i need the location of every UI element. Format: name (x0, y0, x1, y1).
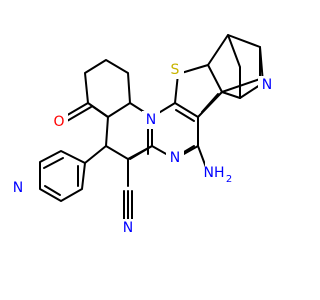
carbonyl-oxygen-label: O (53, 114, 64, 130)
bridge-nitrogen-bg (258, 76, 276, 94)
sulfur-bg (166, 61, 184, 79)
aryl-bond (84, 145, 107, 164)
cage-inner (227, 34, 241, 99)
cage-back (207, 34, 261, 93)
nitrile-nitrogen-label: N (123, 220, 133, 236)
bridge-nitrogen-label: N (262, 77, 272, 93)
pyridine-ring (39, 150, 86, 202)
sulfur-label: S (171, 62, 180, 78)
amino-label: NH (204, 165, 225, 181)
cyclohexanone-ring (84, 59, 131, 118)
carbonyl-oxygen-bg (50, 113, 68, 131)
fused-nitrogen-label: N (146, 112, 156, 128)
amino-subscript: 2 (226, 174, 232, 185)
pyridine-nitrogen-label: N (13, 180, 23, 196)
c-o-bond-b (66, 106, 92, 122)
molecule-diagram: O S N N N NH 2 N N (9, 34, 276, 237)
nitrile-nitrogen-bg (119, 219, 137, 237)
fused-nitrogen-bg (142, 111, 160, 129)
imine-nitrogen-label: N (170, 150, 180, 166)
bond-lines (39, 34, 264, 221)
carbonyl-ring-double (91, 105, 109, 118)
atom-labels: O S N N N NH 2 N N (9, 61, 276, 237)
pyrimidine-double-a (175, 109, 195, 122)
amino-bg (205, 162, 236, 186)
cage-front (221, 91, 241, 99)
pyridine-nitrogen-bg (9, 179, 27, 197)
structure-svg: O S N N N NH 2 N N (9, 34, 276, 237)
pyridine-double-b (44, 185, 61, 196)
imine-nitrogen-bg (166, 149, 184, 167)
pyridine-double-a (43, 157, 64, 169)
thiophene-double (201, 93, 219, 113)
